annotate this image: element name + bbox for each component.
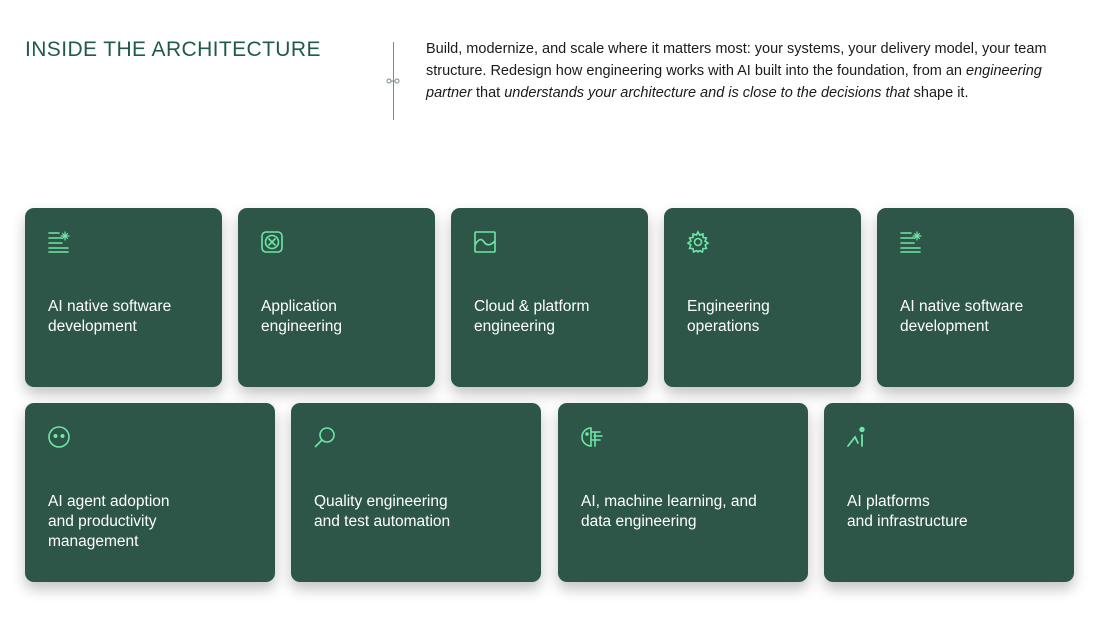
card-ai-agent-adoption[interactable]: AI agent adoption and productivity manag… (25, 403, 275, 582)
app-grid-icon (260, 230, 284, 254)
text-lines-sparkle-icon (47, 230, 71, 254)
card-label: AI agent adoption and productivity manag… (48, 493, 170, 550)
card-label: AI native software development (900, 298, 1024, 335)
section-title: INSIDE THE ARCHITECTURE (25, 38, 321, 61)
card-quality-engineering[interactable]: Quality engineering and test automation (291, 403, 541, 582)
ai-platform-icon (846, 425, 870, 449)
card-label: AI, machine learning, and data engineeri… (581, 493, 757, 530)
card-label: Quality engineering and test automation (314, 493, 451, 530)
card-label: Cloud & platform engineering (474, 298, 590, 335)
card-label: AI platforms and infrastructure (847, 493, 968, 530)
card-application-engineering[interactable]: Application engineering (238, 208, 435, 387)
brain-circuit-icon (580, 425, 604, 449)
card-cloud-platform-engineering[interactable]: Cloud & platform engineering (451, 208, 648, 387)
intro-paragraph: Build, modernize, and scale where it mat… (426, 41, 1047, 102)
card-label: AI native software development (48, 298, 172, 335)
card-ai-platforms-infrastructure[interactable]: AI platforms and infrastructure (824, 403, 1074, 582)
gear-icon (686, 230, 710, 254)
card-label: Engineering operations (687, 298, 770, 335)
text-lines-sparkle-icon (899, 230, 923, 254)
cloud-window-icon (473, 230, 497, 254)
card-label: Application engineering (261, 298, 343, 335)
card-ai-ml-data-engineering[interactable]: AI, machine learning, and data engineeri… (558, 403, 808, 582)
card-ai-native-software-development[interactable]: AI native software development (25, 208, 222, 387)
divider-knob-icon (386, 78, 400, 84)
card-engineering-operations[interactable]: Engineering operations (664, 208, 861, 387)
magnifier-icon (313, 425, 337, 449)
agent-face-icon (47, 425, 71, 449)
card-ai-native-software-development-2[interactable]: AI native software development (877, 208, 1074, 387)
